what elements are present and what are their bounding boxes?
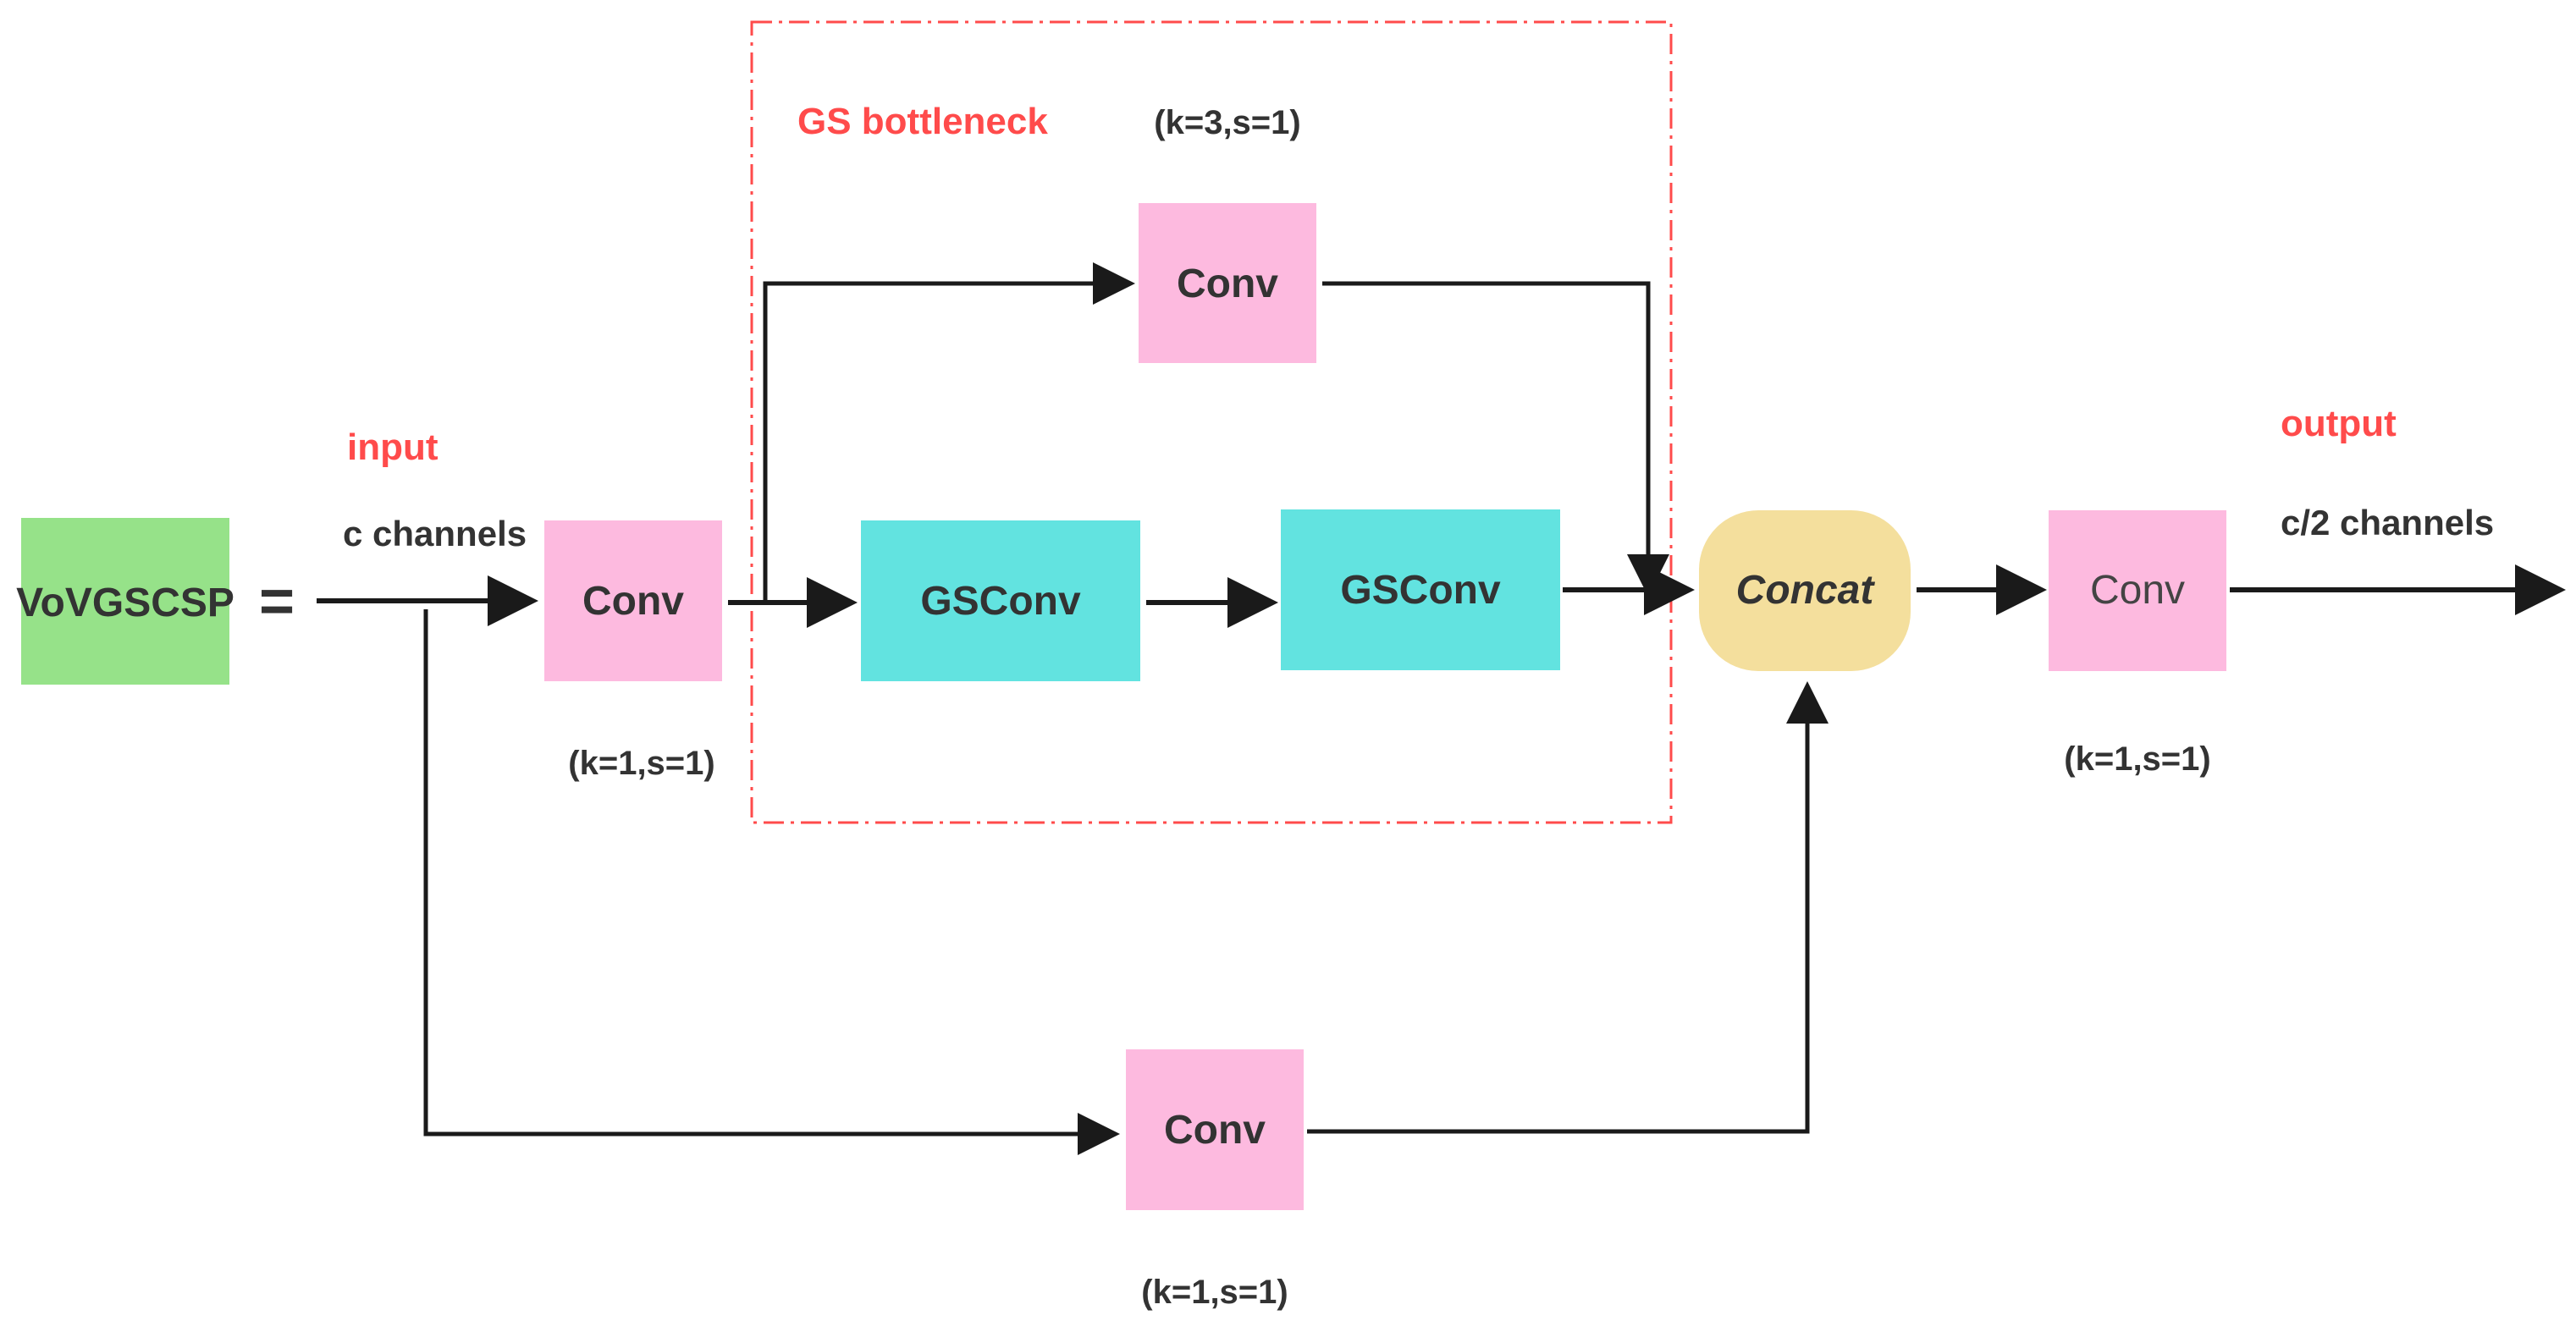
- edge-split-to-top-conv: [763, 262, 1135, 603]
- input-title: input: [347, 427, 439, 468]
- conv-top-label: Conv: [1177, 261, 1278, 306]
- conv-in-label: Conv: [582, 579, 684, 624]
- equals-sign: =: [259, 568, 295, 636]
- conv-out-params: (k=1,s=1): [2064, 740, 2210, 778]
- edge-bottom-conv-to-concat: [1307, 681, 1829, 1134]
- conv-in-params: (k=1,s=1): [568, 745, 714, 782]
- gs-bottleneck-region: [750, 20, 1673, 824]
- gsconv1-label: GSConv: [920, 579, 1081, 624]
- gs-bottleneck-title: GS bottleneck: [797, 101, 1048, 142]
- edge-input-to-bottom-conv: [423, 609, 1120, 1155]
- gsconv2-label: GSConv: [1340, 568, 1501, 613]
- vovgscsp-node: [21, 518, 229, 685]
- conv-bottom-label: Conv: [1164, 1108, 1266, 1153]
- input-channels: c channels: [343, 514, 527, 553]
- output-title: output: [2281, 403, 2397, 444]
- edge-top-conv-to-concat: [1322, 281, 1669, 597]
- concat-node: [1699, 510, 1911, 671]
- vovgscsp-label: VoVGSCSP: [16, 581, 234, 625]
- concat-label: Concat: [1736, 568, 1876, 613]
- conv-out-node: [2049, 510, 2226, 671]
- conv-bottom-node: [1126, 1049, 1304, 1210]
- conv-top-params: (k=3,s=1): [1154, 104, 1300, 141]
- gsconv2-node: [1281, 509, 1560, 670]
- output-channels: c/2 channels: [2281, 503, 2494, 542]
- conv-top-node: [1139, 203, 1316, 363]
- conv-bottom-params: (k=1,s=1): [1141, 1274, 1288, 1311]
- conv-in-node: [544, 520, 722, 681]
- conv-out-label: Conv: [2090, 568, 2185, 613]
- gsconv1-node: [861, 520, 1140, 681]
